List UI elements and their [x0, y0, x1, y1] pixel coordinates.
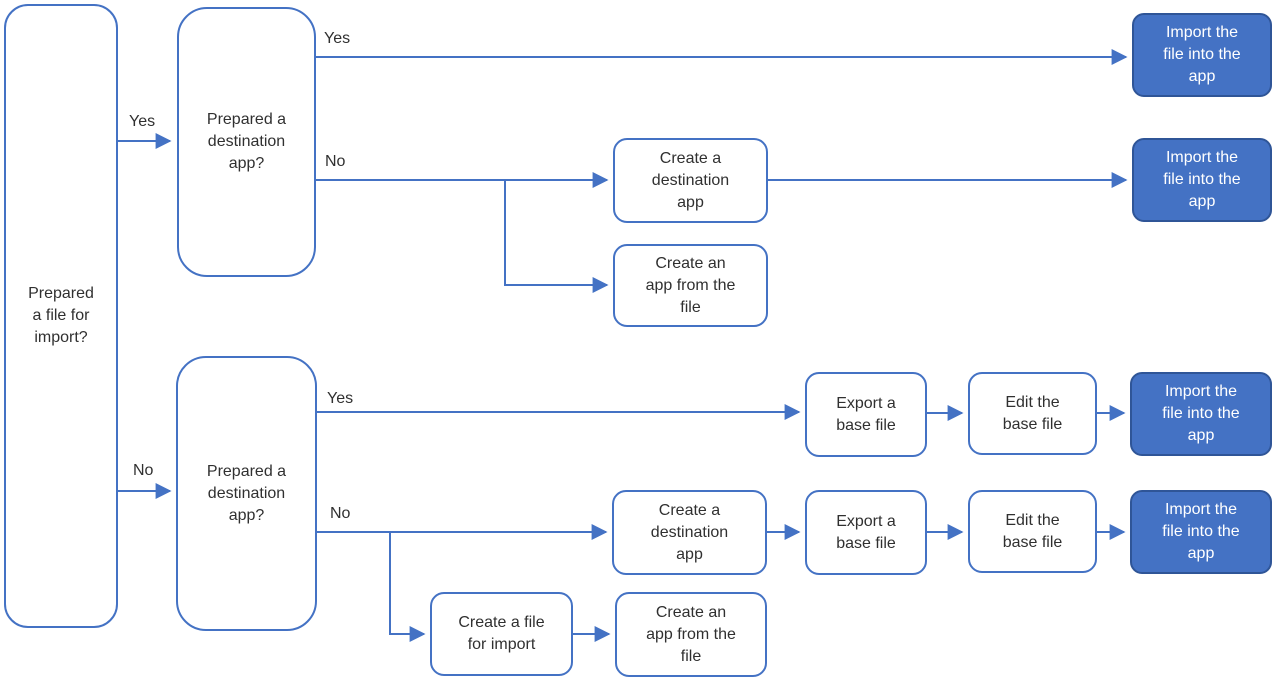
node-prepared-destination-app-question-top: Prepared a destination app? — [177, 7, 316, 277]
edge-label-dest2-no: No — [330, 505, 351, 522]
edge-label-file-yes: Yes — [129, 113, 156, 130]
edge-label-dest1-yes: Yes — [324, 30, 351, 47]
node-create-app-from-file-1: Create an app from the file — [613, 244, 768, 327]
node-create-file-for-import: Create a file for import — [430, 592, 573, 676]
node-edit-base-file-1: Edit the base file — [968, 372, 1097, 455]
node-export-base-file-2: Export a base file — [805, 490, 927, 575]
node-create-destination-app-2: Create a destination app — [612, 490, 767, 575]
edge-branch-to-create-file-for-import — [389, 533, 426, 642]
node-import-file-into-app-1: Import the file into the app — [1132, 13, 1272, 97]
node-prepared-destination-app-question-bottom: Prepared a destination app? — [176, 356, 317, 631]
edge-label-dest2-yes: Yes — [327, 390, 354, 407]
node-prepared-file-question: Prepared a file for import? — [4, 4, 118, 628]
node-import-file-into-app-3: Import the file into the app — [1130, 372, 1272, 456]
node-export-base-file-1: Export a base file — [805, 372, 927, 457]
node-import-file-into-app-4: Import the file into the app — [1130, 490, 1272, 574]
node-create-destination-app-1: Create a destination app — [613, 138, 768, 223]
node-import-file-into-app-2: Import the file into the app — [1132, 138, 1272, 222]
edge-branch-to-create-app-from-file1 — [504, 181, 609, 293]
node-create-app-from-file-2: Create an app from the file — [615, 592, 767, 677]
edge-label-dest1-no: No — [325, 153, 346, 170]
node-edit-base-file-2: Edit the base file — [968, 490, 1097, 573]
edge-label-file-no: No — [133, 462, 154, 479]
